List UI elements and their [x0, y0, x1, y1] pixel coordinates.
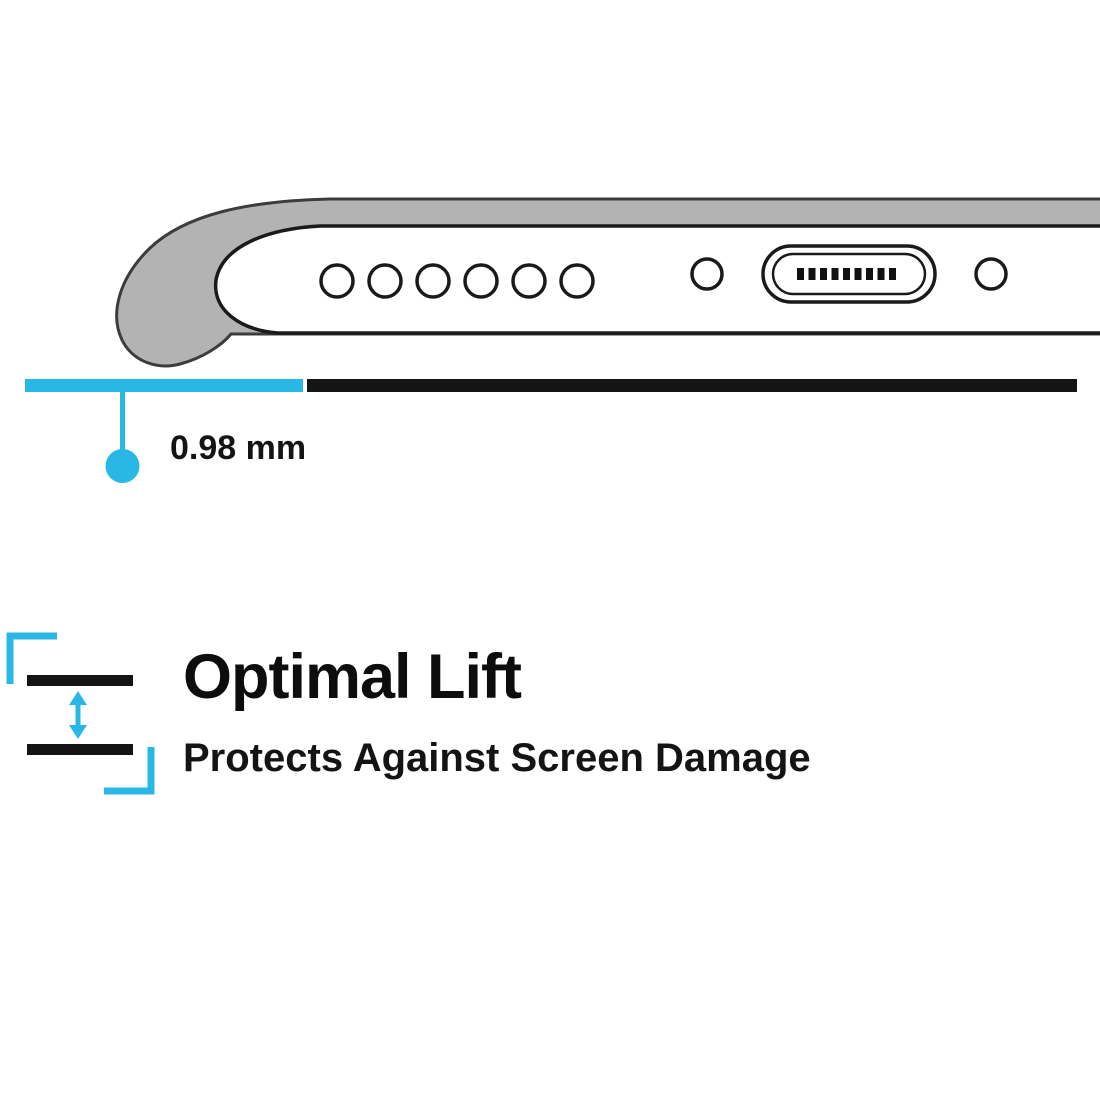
port-pin [808, 268, 816, 280]
lift-gap-icon [6, 632, 155, 795]
port-pin [831, 268, 839, 280]
measurement-leader-line [120, 392, 125, 454]
port-pin [877, 268, 885, 280]
speaker-hole [511, 263, 547, 299]
surface-line [25, 379, 1077, 392]
charging-port [761, 244, 937, 304]
port-pin [854, 268, 862, 280]
surface-line-cyan-segment [25, 379, 303, 392]
vertical-double-arrow-icon [69, 691, 87, 739]
port-pin [889, 268, 896, 280]
arrow-head-up [69, 691, 87, 705]
screw-hole-right [974, 257, 1008, 291]
port-pin [866, 268, 873, 280]
port-pin [797, 268, 804, 280]
speaker-holes [319, 263, 595, 299]
measurement-label: 0.98 mm [170, 429, 306, 467]
port-pins [797, 268, 896, 280]
bracket-top-left-icon [6, 632, 57, 684]
speaker-hole [415, 263, 451, 299]
gap-bottom-surface [27, 744, 133, 755]
feature-text-block: Optimal Lift Protects Against Screen Dam… [183, 644, 811, 781]
speaker-hole [367, 263, 403, 299]
bracket-bottom-right-icon [104, 747, 155, 795]
phone-case-body [115, 197, 1100, 368]
port-pin [843, 268, 850, 280]
speaker-hole [559, 263, 595, 299]
measurement-dot [105, 449, 140, 483]
screw-hole-left [690, 257, 724, 291]
lift-measurement-callout: 0.98 mm [105, 392, 306, 483]
speaker-hole [319, 263, 355, 299]
feature-subtitle: Protects Against Screen Damage [183, 736, 811, 781]
surface-line-black-segment [307, 379, 1077, 392]
gap-top-surface [27, 675, 133, 686]
arrow-head-down [69, 725, 87, 739]
phone-case-bottom-illustration: 0.98 mm [25, 197, 1100, 483]
feature-title: Optimal Lift [183, 642, 522, 712]
speaker-hole [463, 263, 499, 299]
port-pin [820, 268, 827, 280]
